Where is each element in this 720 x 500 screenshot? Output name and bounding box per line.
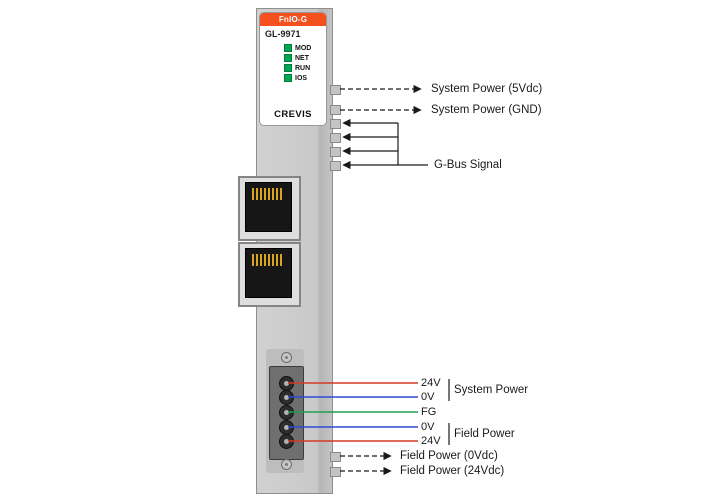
ethernet-port-2 (238, 242, 301, 307)
ethernet-port-1 (238, 176, 301, 241)
screw-icon (281, 352, 292, 363)
led-net-icon (284, 54, 292, 62)
rj45-jack-1 (245, 182, 292, 232)
terminal-24v-system (279, 376, 294, 391)
gbus-signal-label: G-Bus Signal (434, 159, 502, 171)
terminal-label-24v-system: 24V (421, 377, 441, 389)
system-power-group-label: System Power (454, 384, 529, 396)
led-run-icon (284, 64, 292, 72)
led-ios-icon (284, 74, 292, 82)
brand-badge: FnIO-G (260, 13, 326, 26)
field-power-group-label: Field Power (454, 428, 515, 440)
field-power-0v-label: Field Power (0Vdc) (400, 450, 498, 462)
terminal-0v-system (279, 390, 294, 405)
terminal-label-0v-system: 0V (421, 391, 435, 403)
model-number: GL-9971 (265, 29, 301, 39)
led-row: IOS (260, 73, 326, 83)
bus-contact-tab (330, 85, 341, 95)
bus-contact-tab (330, 161, 341, 171)
led-net-label: NET (295, 54, 309, 62)
bus-contact-tab (330, 147, 341, 157)
led-run-label: RUN (295, 64, 311, 72)
led-mod-icon (284, 44, 292, 52)
led-ios-label: IOS (295, 74, 308, 82)
terminal-fg (279, 405, 294, 420)
rj45-pins-icon (252, 188, 284, 200)
field-power-24v-label: Field Power (24Vdc) (400, 465, 505, 477)
led-row: NET (260, 53, 326, 63)
bus-contact-tab (330, 133, 341, 143)
rj45-pins-icon (252, 254, 284, 266)
screw-icon (281, 459, 292, 470)
led-row: RUN (260, 63, 326, 73)
bus-contact-tab (330, 105, 341, 115)
terminal-0v-field (279, 420, 294, 435)
led-mod-label: MOD (295, 44, 312, 52)
bus-contact-tab (330, 467, 341, 477)
terminal-label-24v-field: 24V (421, 435, 441, 447)
crevis-logo: CREVIS (274, 109, 312, 120)
module-label-panel: FnIO-G GL-9971 MOD NET RUN IOS CREVIS (259, 12, 327, 126)
terminal-24v-field (279, 434, 294, 449)
system-power-5v-label: System Power (5Vdc) (431, 83, 543, 95)
bus-contact-tab (330, 119, 341, 129)
terminal-label-fg: FG (421, 406, 437, 418)
terminal-label-0v-field: 0V (421, 421, 435, 433)
led-row: MOD (260, 43, 326, 53)
system-power-gnd-label: System Power (GND) (431, 104, 542, 116)
rj45-jack-2 (245, 248, 292, 298)
led-indicator-group: MOD NET RUN IOS (260, 43, 326, 83)
bus-contact-tab (330, 452, 341, 462)
